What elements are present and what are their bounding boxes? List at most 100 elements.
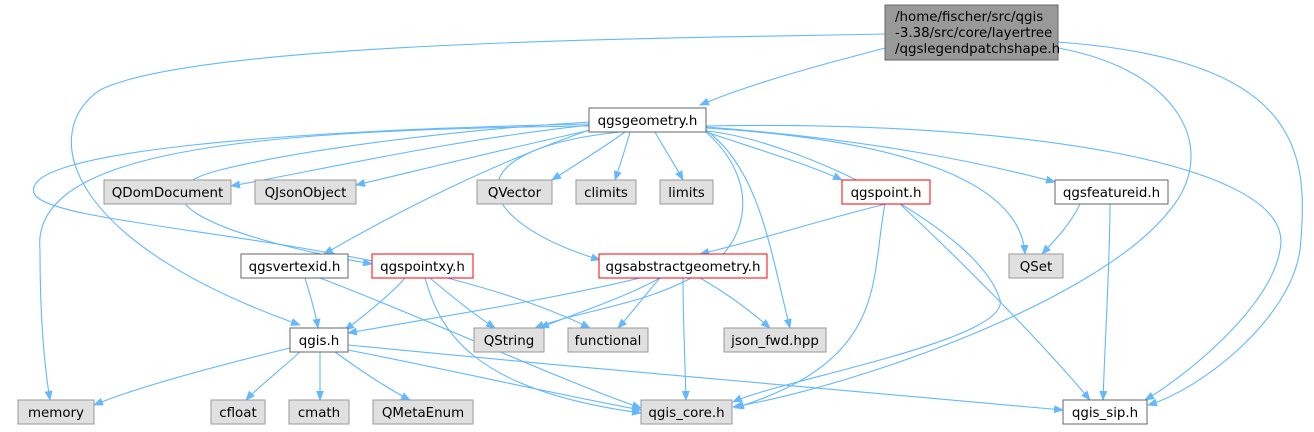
dependency-edge	[323, 126, 599, 255]
node-box	[240, 253, 349, 279]
dependency-edge	[705, 127, 1029, 255]
dependency-edge	[334, 351, 411, 401]
dependency-edge	[1099, 203, 1111, 401]
node-label: QJsonObject	[265, 186, 347, 201]
node-label: limits	[668, 186, 704, 201]
dependency-edge	[681, 277, 690, 401]
node-qgis[interactable]: qgis.h	[289, 327, 349, 353]
node-box	[371, 253, 474, 279]
node-cmath: cmath	[288, 399, 350, 425]
dependency-edge	[732, 47, 1192, 410]
node-qgsgeometry[interactable]: qgsgeometry.h	[588, 107, 707, 133]
node-box	[723, 327, 827, 353]
node-qdomdocument: QDomDocument	[103, 179, 232, 205]
node-qgis-sip[interactable]: qgis_sip.h	[1062, 399, 1148, 425]
node-box	[659, 179, 714, 205]
dependency-edge	[705, 129, 792, 329]
node-box	[476, 179, 553, 205]
node-qstring: QString	[473, 327, 545, 353]
dependency-edge	[347, 277, 641, 336]
node-box	[103, 179, 232, 205]
node-label: qgis_sip.h	[1072, 406, 1138, 421]
node-label: QSet	[1020, 260, 1053, 275]
node-label: functional	[575, 334, 642, 349]
node-box	[289, 327, 349, 353]
dependency-edges	[32, 33, 1303, 416]
node-qjsonobject: QJsonObject	[254, 179, 357, 205]
node-box	[17, 399, 95, 425]
node-label: qgsvertexid.h	[249, 260, 341, 275]
node-box	[1054, 179, 1169, 205]
node-climits: climits	[575, 179, 637, 205]
dependency-edge	[705, 124, 1282, 401]
dependency-edge	[429, 277, 496, 329]
node-box	[841, 179, 931, 205]
dependency-edge	[93, 347, 291, 406]
dependency-edge	[347, 344, 1064, 414]
node-qgis-core: qgis_core.h	[640, 399, 733, 425]
node-label: qgis.h	[299, 334, 339, 349]
node-label: -3.38/src/core/layertree	[895, 26, 1052, 41]
node-box	[598, 253, 768, 279]
dependency-nodes: /home/fischer/src/qgis-3.38/src/core/lay…	[17, 4, 1169, 425]
node-label: memory	[28, 406, 84, 421]
dependency-edge	[230, 124, 591, 189]
node-label: /home/fischer/src/qgis	[895, 10, 1043, 25]
dependency-edge	[1057, 41, 1303, 407]
node-qvector: QVector	[476, 179, 553, 205]
dependency-edge	[424, 277, 642, 416]
node-box	[588, 107, 707, 133]
node-box	[254, 179, 357, 205]
dependency-edge	[734, 203, 886, 410]
node-box	[575, 179, 637, 205]
node-limits: limits	[659, 179, 714, 205]
node-label: QDomDocument	[112, 186, 223, 201]
node-qgsabstractgeometry[interactable]: qgsabstractgeometry.h	[598, 253, 768, 279]
dependency-edge	[699, 47, 886, 106]
node-functional: functional	[567, 327, 649, 353]
node-box	[567, 327, 649, 353]
node-box	[210, 399, 266, 425]
dependency-edge	[355, 127, 601, 187]
node-json-fwd: json_fwd.hpp	[723, 327, 827, 353]
node-box	[372, 399, 474, 425]
dependency-edge	[539, 277, 661, 329]
node-label: QMetaEnum	[382, 406, 464, 421]
node-qgspoint[interactable]: qgspoint.h	[841, 179, 931, 205]
dependency-edge	[705, 130, 1001, 403]
node-qgsvertexid[interactable]: qgsvertexid.h	[240, 253, 349, 279]
node-qset: QSet	[1008, 253, 1064, 279]
node-qgsfeatureid[interactable]: qgsfeatureid.h	[1054, 179, 1169, 205]
dependency-edge	[899, 203, 1091, 401]
node-label: QVector	[488, 186, 542, 201]
node-label: qgsgeometry.h	[598, 114, 698, 129]
dependency-edge	[180, 121, 591, 267]
node-memory: memory	[17, 399, 95, 425]
dependency-edge	[654, 131, 684, 181]
node-label: climits	[584, 186, 628, 201]
dependency-edge	[617, 277, 661, 329]
node-label: /qgslegendpatchshape.h	[895, 42, 1060, 57]
node-label: qgspointxy.h	[380, 260, 465, 275]
node-label: QString	[484, 334, 535, 349]
node-box	[473, 327, 545, 353]
node-root[interactable]: /home/fischer/src/qgis-3.38/src/core/lay…	[884, 4, 1060, 61]
node-cfloat: cfloat	[210, 399, 266, 425]
dependency-edge	[699, 203, 887, 256]
node-label: qgsfeatureid.h	[1063, 186, 1160, 201]
node-box	[1062, 399, 1148, 425]
node-label: cfloat	[219, 406, 256, 421]
dependency-edge	[705, 126, 1056, 184]
node-qgspointxy[interactable]: qgspointxy.h	[371, 253, 474, 279]
node-label: qgsabstractgeometry.h	[606, 260, 761, 275]
dependency-edge	[614, 131, 631, 181]
node-qmetaenum: QMetaEnum	[372, 399, 474, 425]
dependency-edge	[39, 125, 591, 401]
dependency-edge	[344, 277, 406, 331]
dependency-edge	[70, 33, 886, 326]
node-label: json_fwd.hpp	[730, 334, 819, 349]
node-box	[1008, 253, 1064, 279]
node-label: qgspoint.h	[851, 186, 922, 201]
node-box	[884, 4, 1059, 61]
node-label: qgis_core.h	[648, 406, 724, 421]
